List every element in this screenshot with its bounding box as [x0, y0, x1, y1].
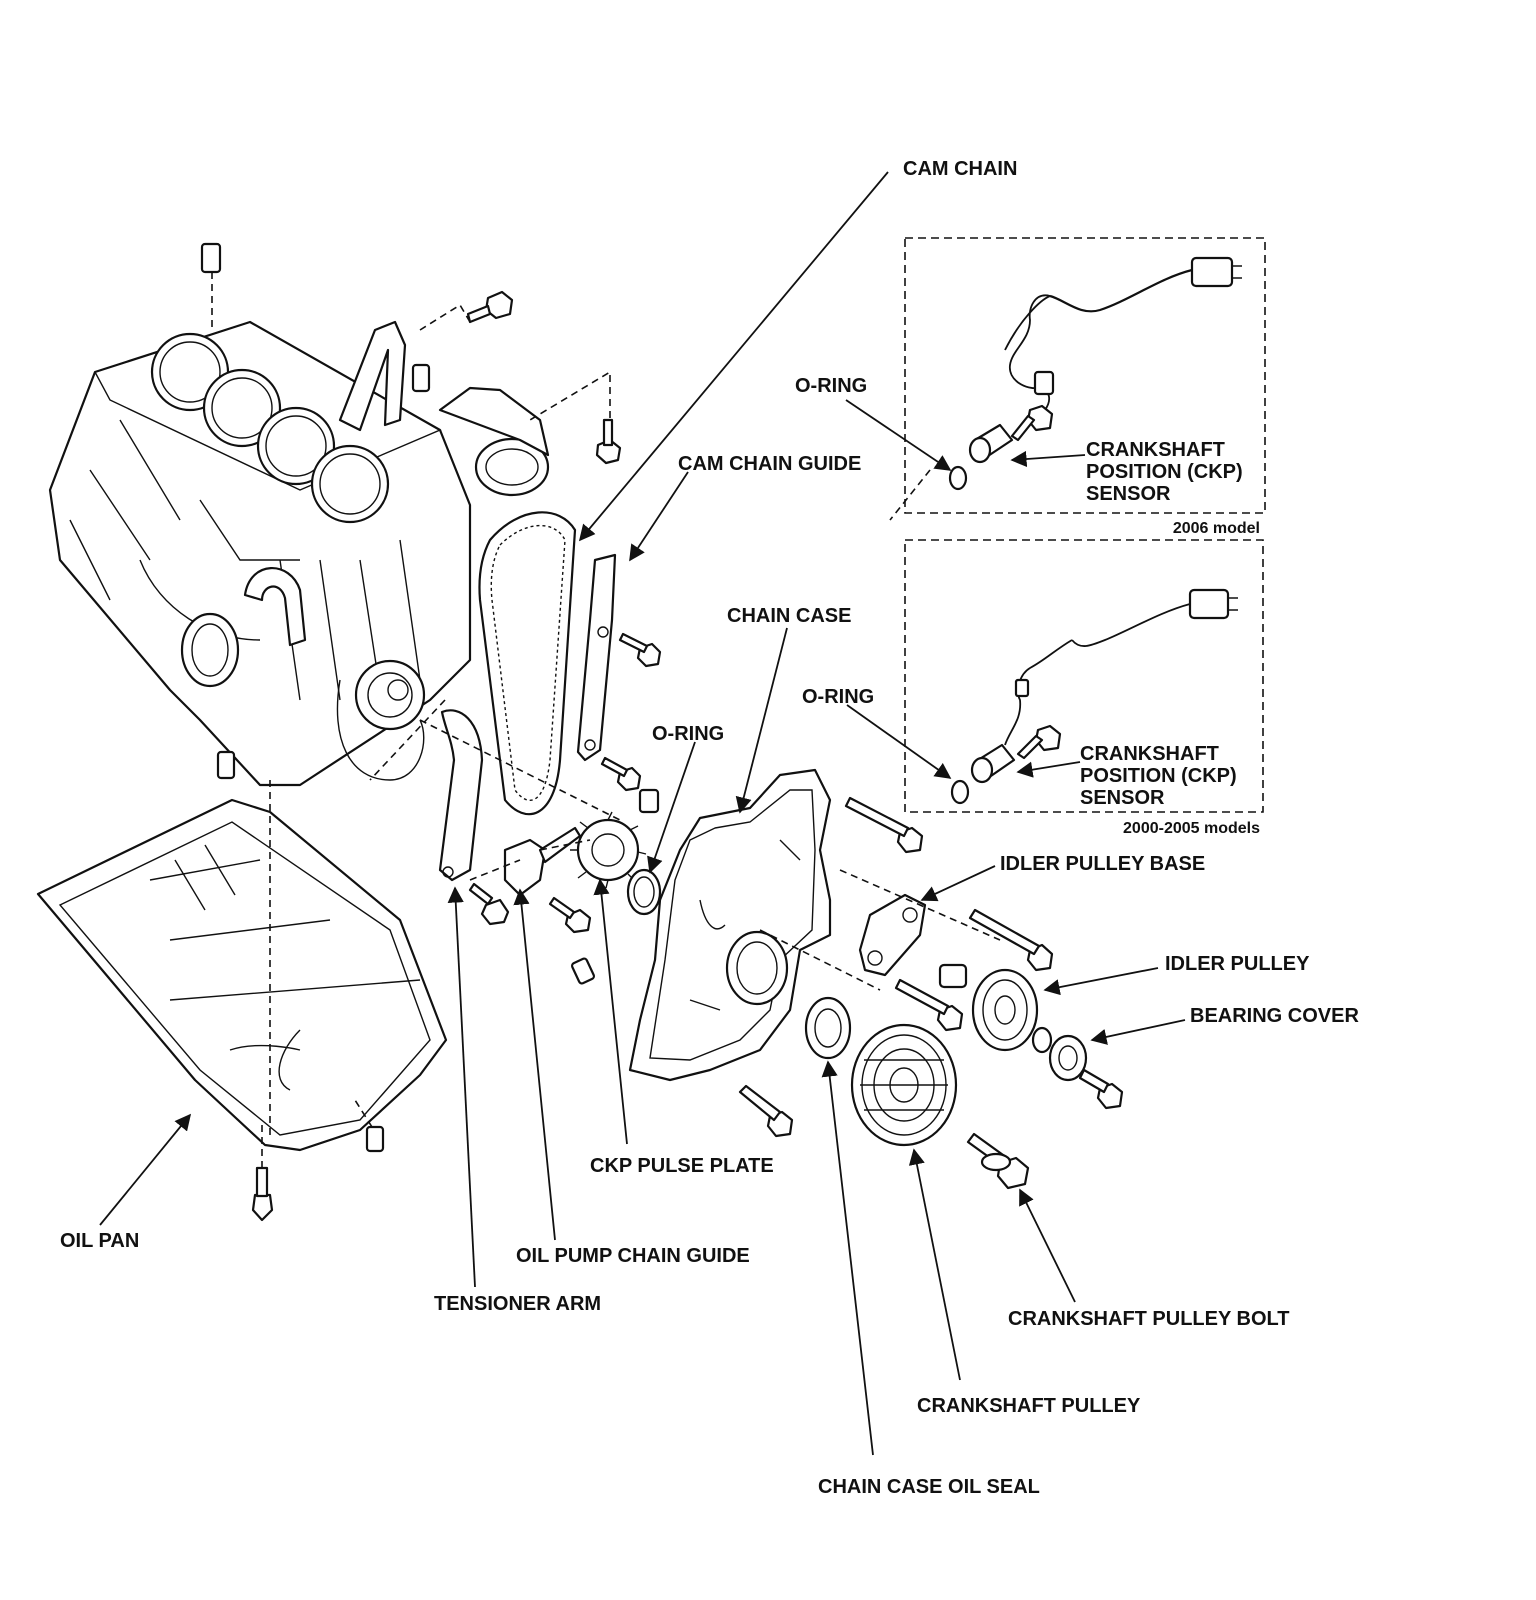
label-ckp-2006-3: SENSOR — [1086, 483, 1171, 505]
label-o-ring-2000: O-RING — [802, 686, 874, 708]
caption-2000-2005-models: 2000-2005 models — [1123, 820, 1260, 837]
tensioner-arm — [438, 709, 510, 926]
bolt-icon — [1078, 1068, 1124, 1110]
label-o-ring-2006: O-RING — [795, 375, 867, 397]
idler-pulley — [971, 968, 1053, 1054]
bolt-icon — [468, 882, 510, 926]
idler-pulley-base — [858, 893, 1054, 1032]
bearing-cover — [1048, 1034, 1124, 1110]
label-chain-case: CHAIN CASE — [727, 605, 851, 627]
label-ckp-2006-2: POSITION (CKP) — [1086, 461, 1243, 483]
crankshaft-pulley-bolt — [966, 1132, 1030, 1190]
label-cam-chain-guide: CAM CHAIN GUIDE — [678, 453, 861, 475]
ckp-pulse-plate — [570, 788, 660, 889]
bolt-icon — [548, 896, 592, 934]
bolt-icon — [595, 418, 622, 465]
label-idler-pulley: IDLER PULLEY — [1165, 953, 1310, 975]
label-ckp-pulse-plate: CKP PULSE PLATE — [590, 1155, 774, 1177]
label-ckp-2000-1: CRANKSHAFT — [1080, 743, 1219, 765]
label-ckp-2000-3: SENSOR — [1080, 787, 1165, 809]
bolt-icon — [844, 796, 924, 854]
label-bearing-cover: BEARING COVER — [1190, 1005, 1359, 1027]
bolt-icon — [1016, 724, 1062, 760]
bolt-icon — [600, 756, 642, 792]
oil-pan — [36, 780, 448, 1222]
leader-lines — [99, 171, 1186, 1456]
ckp-sensor-2006-panel — [904, 237, 1266, 514]
label-oil-pan: OIL PAN — [60, 1230, 139, 1252]
o-ring-2006 — [948, 465, 968, 491]
ckp-sensor-icon — [970, 743, 1016, 784]
o-ring-2000 — [950, 779, 970, 805]
oil-pump-chain-guide — [503, 826, 592, 934]
bolt-icon — [968, 908, 1054, 972]
ckp-sensor-2000-panel — [904, 539, 1264, 813]
label-o-ring-crank: O-RING — [652, 723, 724, 745]
cam-chain-guide — [576, 553, 662, 792]
engine-block — [48, 242, 622, 1153]
label-cam-chain: CAM CHAIN — [903, 158, 1017, 180]
caption-2006-model: 2006 model — [1173, 520, 1260, 537]
label-crankshaft-pulley-bolt: CRANKSHAFT PULLEY BOLT — [1008, 1308, 1289, 1330]
label-crankshaft-pulley: CRANKSHAFT PULLEY — [917, 1395, 1141, 1417]
crankshaft-pulley — [850, 1023, 958, 1147]
connector-icon — [1190, 256, 1242, 288]
bolt-icon — [1010, 404, 1054, 442]
bolt-icon — [251, 1166, 274, 1222]
o-ring-crank — [626, 868, 662, 916]
label-idler-pulley-base: IDLER PULLEY BASE — [1000, 853, 1205, 875]
connector-icon — [1188, 588, 1238, 620]
label-chain-case-oil-seal: CHAIN CASE OIL SEAL — [818, 1476, 1040, 1498]
label-ckp-2000-2: POSITION (CKP) — [1080, 765, 1237, 787]
chain-case — [570, 768, 924, 1138]
ckp-sensor-icon — [968, 423, 1014, 464]
chain-case-oil-seal — [804, 996, 852, 1060]
bolt-icon — [738, 1084, 794, 1138]
label-tensioner-arm: TENSIONER ARM — [434, 1293, 601, 1315]
bolt-icon — [618, 632, 662, 668]
label-ckp-2006-1: CRANKSHAFT — [1086, 439, 1225, 461]
labels: CAM CHAIN O-RING CRANKSHAFT POSITION (CK… — [60, 158, 1359, 1498]
cam-chain — [478, 511, 577, 816]
bolt-icon — [894, 978, 964, 1032]
label-oil-pump-chain-guide: OIL PUMP CHAIN GUIDE — [516, 1245, 750, 1267]
bolt-icon — [466, 290, 514, 324]
